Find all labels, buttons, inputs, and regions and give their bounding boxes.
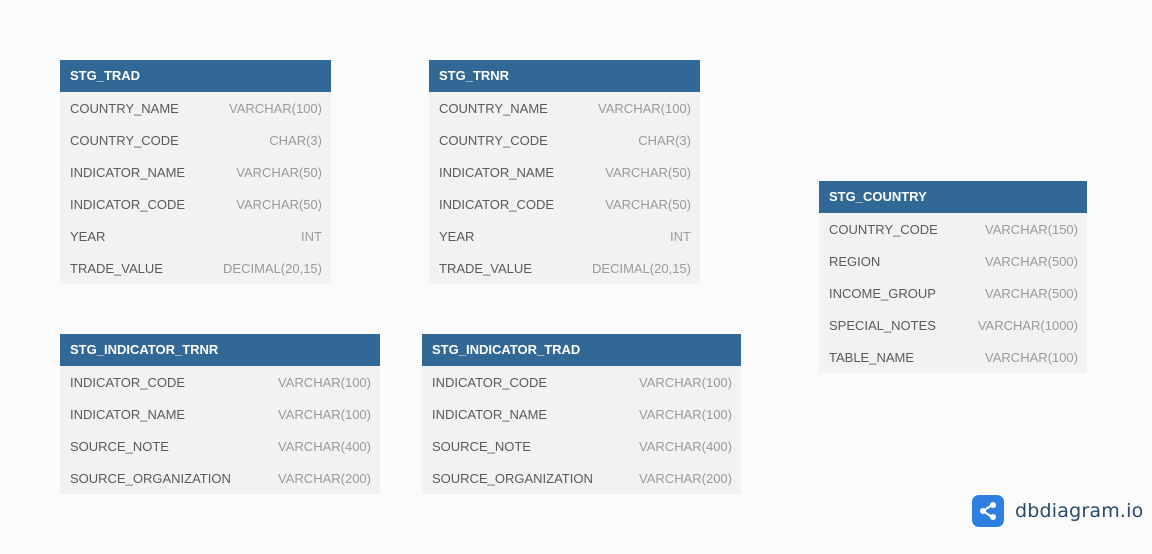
column-type: VARCHAR(100) — [985, 349, 1078, 365]
table-row[interactable]: INDICATOR_CODE VARCHAR(50) — [429, 188, 700, 220]
column-type: VARCHAR(100) — [278, 406, 371, 422]
brand-name: dbdiagram.io — [1015, 500, 1144, 522]
table-row[interactable]: INDICATOR_CODE VARCHAR(50) — [60, 188, 331, 220]
column-name: SOURCE_ORGANIZATION — [70, 470, 231, 486]
table-header[interactable]: STG_TRNR — [429, 60, 700, 92]
table-row[interactable]: SOURCE_NOTE VARCHAR(400) — [60, 430, 380, 462]
column-type: VARCHAR(100) — [639, 374, 732, 390]
column-type: VARCHAR(50) — [236, 196, 322, 212]
table-row[interactable]: INDICATOR_NAME VARCHAR(100) — [60, 398, 380, 430]
table-row[interactable]: COUNTRY_NAME VARCHAR(100) — [429, 92, 700, 124]
column-type: VARCHAR(150) — [985, 221, 1078, 237]
column-name: YEAR — [70, 228, 106, 244]
table-row[interactable]: INDICATOR_CODE VARCHAR(100) — [422, 366, 741, 398]
column-type: VARCHAR(200) — [639, 470, 732, 486]
column-name: INDICATOR_NAME — [70, 164, 186, 180]
column-name: SOURCE_NOTE — [70, 438, 169, 454]
column-type: DECIMAL(20,15) — [592, 260, 691, 276]
column-name: INDICATOR_CODE — [432, 374, 548, 390]
column-name: INDICATOR_NAME — [432, 406, 548, 422]
table-row[interactable]: COUNTRY_CODE CHAR(3) — [429, 124, 700, 156]
column-name: INDICATOR_NAME — [439, 164, 555, 180]
table-row[interactable]: COUNTRY_CODE VARCHAR(150) — [819, 213, 1087, 245]
column-name: SOURCE_NOTE — [432, 438, 531, 454]
table-row[interactable]: SOURCE_NOTE VARCHAR(400) — [422, 430, 741, 462]
table-stg-indicator-trnr[interactable]: STG_INDICATOR_TRNR INDICATOR_CODE VARCHA… — [60, 334, 380, 494]
table-row[interactable]: REGION VARCHAR(500) — [819, 245, 1087, 277]
table-row[interactable]: INDICATOR_NAME VARCHAR(50) — [429, 156, 700, 188]
column-name: INCOME_GROUP — [829, 285, 936, 301]
column-type: VARCHAR(100) — [639, 406, 732, 422]
column-type: VARCHAR(1000) — [977, 317, 1078, 333]
table-row[interactable]: INDICATOR_NAME VARCHAR(50) — [60, 156, 331, 188]
column-name: COUNTRY_NAME — [70, 100, 179, 116]
column-name: TABLE_NAME — [829, 349, 915, 365]
column-name: COUNTRY_NAME — [439, 100, 548, 116]
column-name: REGION — [829, 253, 881, 269]
column-name: COUNTRY_CODE — [70, 132, 179, 148]
column-name: YEAR — [439, 228, 475, 244]
column-name: SPECIAL_NOTES — [829, 317, 936, 333]
table-stg-country[interactable]: STG_COUNTRY COUNTRY_CODE VARCHAR(150) RE… — [819, 181, 1087, 373]
table-row[interactable]: COUNTRY_NAME VARCHAR(100) — [60, 92, 331, 124]
column-type: VARCHAR(100) — [278, 374, 371, 390]
column-type: VARCHAR(50) — [605, 196, 691, 212]
column-name: COUNTRY_CODE — [829, 221, 938, 237]
dbdiagram-share-logo-icon — [972, 495, 1004, 527]
column-name: COUNTRY_CODE — [439, 132, 548, 148]
dbdiagram-brand-link[interactable]: dbdiagram.io — [972, 495, 1143, 527]
table-row[interactable]: SOURCE_ORGANIZATION VARCHAR(200) — [422, 462, 741, 494]
table-header[interactable]: STG_INDICATOR_TRAD — [422, 334, 741, 366]
column-type: DECIMAL(20,15) — [223, 260, 322, 276]
column-type: VARCHAR(500) — [985, 253, 1078, 269]
table-stg-trnr[interactable]: STG_TRNR COUNTRY_NAME VARCHAR(100) COUNT… — [429, 60, 700, 284]
table-header[interactable]: STG_TRAD — [60, 60, 331, 92]
column-type: VARCHAR(100) — [229, 100, 322, 116]
table-header[interactable]: STG_INDICATOR_TRNR — [60, 334, 380, 366]
column-name: INDICATOR_CODE — [70, 196, 186, 212]
table-row[interactable]: SPECIAL_NOTES VARCHAR(1000) — [819, 309, 1087, 341]
column-name: INDICATOR_CODE — [439, 196, 555, 212]
table-row[interactable]: INDICATOR_CODE VARCHAR(100) — [60, 366, 380, 398]
column-type: CHAR(3) — [269, 132, 322, 148]
column-type: VARCHAR(100) — [598, 100, 691, 116]
table-row[interactable]: INDICATOR_NAME VARCHAR(100) — [422, 398, 741, 430]
column-type: VARCHAR(50) — [605, 164, 691, 180]
column-type: INT — [670, 228, 691, 244]
column-type: INT — [301, 228, 322, 244]
table-stg-indicator-trad[interactable]: STG_INDICATOR_TRAD INDICATOR_CODE VARCHA… — [422, 334, 741, 494]
table-stg-trad[interactable]: STG_TRAD COUNTRY_NAME VARCHAR(100) COUNT… — [60, 60, 331, 284]
table-row[interactable]: TRADE_VALUE DECIMAL(20,15) — [60, 252, 331, 284]
table-row[interactable]: YEAR INT — [60, 220, 331, 252]
column-name: INDICATOR_CODE — [70, 374, 186, 390]
column-type: VARCHAR(50) — [236, 164, 322, 180]
column-name: INDICATOR_NAME — [70, 406, 186, 422]
column-name: TRADE_VALUE — [70, 260, 163, 276]
table-header[interactable]: STG_COUNTRY — [819, 181, 1087, 213]
column-name: TRADE_VALUE — [439, 260, 532, 276]
column-name: SOURCE_ORGANIZATION — [432, 470, 593, 486]
column-type: VARCHAR(400) — [639, 438, 732, 454]
column-type: VARCHAR(400) — [278, 438, 371, 454]
column-type: VARCHAR(200) — [278, 470, 371, 486]
table-row[interactable]: COUNTRY_CODE CHAR(3) — [60, 124, 331, 156]
table-row[interactable]: TRADE_VALUE DECIMAL(20,15) — [429, 252, 700, 284]
column-type: VARCHAR(500) — [985, 285, 1078, 301]
column-type: CHAR(3) — [638, 132, 691, 148]
table-row[interactable]: INCOME_GROUP VARCHAR(500) — [819, 277, 1087, 309]
table-row[interactable]: SOURCE_ORGANIZATION VARCHAR(200) — [60, 462, 380, 494]
table-row[interactable]: YEAR INT — [429, 220, 700, 252]
table-row[interactable]: TABLE_NAME VARCHAR(100) — [819, 341, 1087, 373]
